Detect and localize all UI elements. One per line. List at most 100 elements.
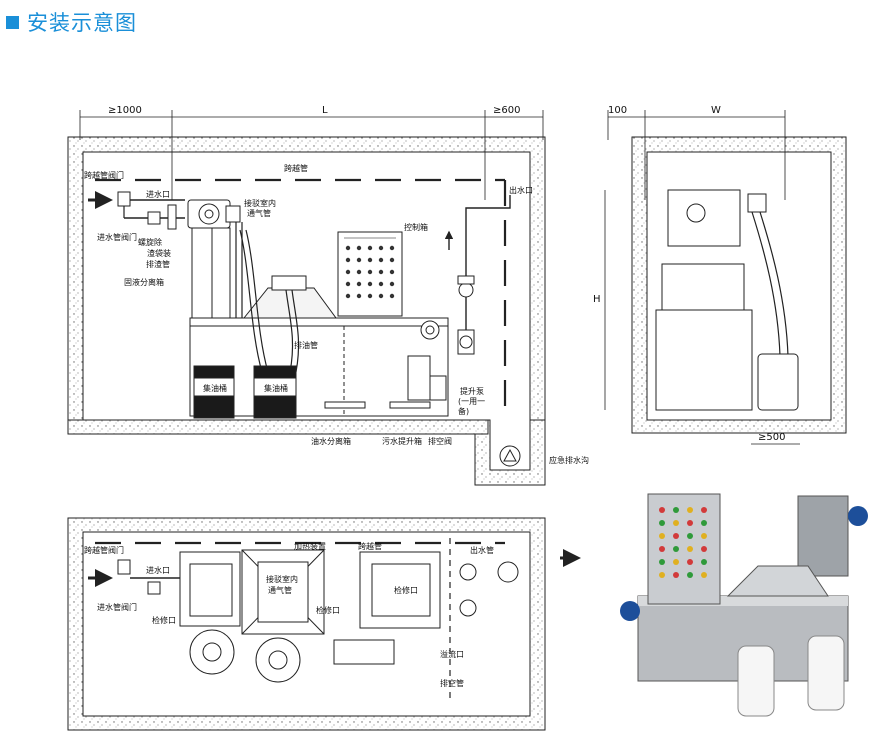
label-control-box: 控制箱 — [404, 222, 428, 232]
control-box-indicators — [345, 245, 395, 299]
label-pump-1: 提升泵 — [460, 386, 484, 396]
photo-indicator-light — [659, 546, 665, 552]
label-heating: 加热装置 — [294, 541, 326, 551]
control-indicator-dot — [389, 257, 395, 263]
photo-indicator-light — [673, 507, 679, 513]
photo-indicator-light — [701, 507, 707, 513]
label-top-ventilation-1: 接驳室内 — [266, 574, 298, 584]
label-inspection-1: 检修口 — [152, 615, 176, 625]
section-header: 安装示意图 — [6, 8, 137, 36]
photo-indicator-light — [659, 520, 665, 526]
dim-L-label: L — [322, 105, 328, 116]
photo-indicator-light — [701, 546, 707, 552]
product-photo — [608, 486, 886, 734]
label-ventilation-2: 通气管 — [247, 208, 271, 218]
control-indicator-dot — [389, 245, 395, 251]
photo-indicator-light — [687, 533, 693, 539]
label-oil-pipe: 排油管 — [294, 340, 318, 350]
label-residue-bag: 渣袋装 — [147, 248, 171, 258]
top-room-wall — [67, 517, 546, 731]
label-outlet: 出水口 — [509, 185, 533, 195]
label-screw-auger: 螺旋除 — [138, 237, 162, 247]
header-square-icon — [6, 15, 19, 29]
label-cross-pipe: 跨越管 — [284, 163, 308, 173]
dim-600-label: ≥600 — [493, 105, 520, 116]
label-emergency-trench: 应急排水沟 — [549, 455, 589, 465]
label-top-water-inlet: 进水口 — [146, 565, 170, 575]
label-overflow: 溢流口 — [440, 649, 464, 659]
control-indicator-dot — [378, 293, 384, 299]
label-sewage-box: 污水提升箱 — [382, 436, 422, 446]
control-indicator-dot — [378, 281, 384, 287]
control-indicator-dot — [345, 293, 351, 299]
control-indicator-dot — [389, 293, 395, 299]
control-indicator-dot — [367, 281, 373, 287]
label-residue-pipe: 排渣管 — [146, 259, 170, 269]
control-indicator-dot — [367, 245, 373, 251]
control-indicator-dot — [356, 245, 362, 251]
side-room-wall — [631, 136, 847, 434]
dim-1000-label: ≥1000 — [108, 105, 142, 116]
label-oil-water-box: 油水分离箱 — [311, 436, 351, 446]
label-top-ventilation-2: 通气管 — [268, 585, 292, 595]
control-indicator-dot — [367, 257, 373, 263]
label-top-cross-pipe: 跨越管 — [358, 541, 382, 551]
control-indicator-dot — [356, 269, 362, 275]
photo-indicator-light — [673, 559, 679, 565]
control-indicator-dot — [356, 281, 362, 287]
photo-indicator-light — [701, 559, 707, 565]
label-solid-separation: 固液分离箱 — [124, 277, 164, 287]
photo-indicator-light — [701, 533, 707, 539]
label-top-outlet: 出水管 — [470, 545, 494, 555]
label-inspection-3: 检修口 — [394, 585, 418, 595]
photo-indicator-light — [687, 520, 693, 526]
photo-indicator-light — [687, 507, 693, 513]
control-indicator-dot — [378, 257, 384, 263]
dim-100-label: 100 — [608, 105, 627, 116]
label-drain-pipe: 排空管 — [440, 678, 464, 688]
control-indicator-dot — [345, 269, 351, 275]
photo-indicator-light — [659, 572, 665, 578]
control-indicator-dot — [378, 245, 384, 251]
control-indicator-dot — [356, 293, 362, 299]
control-indicator-dot — [389, 281, 395, 287]
control-indicator-dot — [367, 269, 373, 275]
control-indicator-dot — [389, 269, 395, 275]
photo-indicator-light — [687, 559, 693, 565]
photo-indicator-light — [659, 559, 665, 565]
photo-control-lights — [659, 507, 707, 578]
photo-indicator-light — [673, 546, 679, 552]
photo-indicator-light — [701, 520, 707, 526]
inlet-valve-box — [147, 211, 161, 225]
photo-indicator-light — [687, 546, 693, 552]
dim-H-label: H — [593, 294, 601, 305]
photo-indicator-light — [687, 572, 693, 578]
control-indicator-dot — [345, 281, 351, 287]
label-oil-drum-2: 集油桶 — [264, 383, 288, 393]
label-pump-3: 备) — [458, 406, 469, 416]
control-indicator-dot — [345, 245, 351, 251]
label-water-inlet: 进水口 — [146, 189, 170, 199]
photo-indicator-light — [659, 507, 665, 513]
control-indicator-dot — [367, 293, 373, 299]
photo-indicator-light — [673, 572, 679, 578]
cross-valve-box — [117, 191, 131, 207]
photo-indicator-light — [659, 533, 665, 539]
label-inlet-valve: 进水管阀门 — [97, 232, 137, 242]
front-view: ≥1000 L ≥600 跨越管 跨越管阀门 进水口 进水管阀门 螺旋除 渣袋装… — [67, 105, 589, 486]
label-oil-drum-1: 集油桶 — [203, 383, 227, 393]
label-top-inlet-valve: 进水管阀门 — [97, 602, 137, 612]
page-title: 安装示意图 — [27, 11, 137, 35]
control-indicator-dot — [345, 257, 351, 263]
label-pump-2: (一用一 — [458, 397, 485, 406]
side-view: 100 W H ≥500 — [593, 105, 847, 445]
control-indicator-dot — [378, 269, 384, 275]
photo-indicator-light — [673, 520, 679, 526]
photo-indicator-light — [701, 572, 707, 578]
label-drain-valve: 排空阀 — [428, 436, 452, 446]
label-inspection-2: 检修口 — [316, 605, 340, 615]
dim-500-label: ≥500 — [758, 432, 785, 443]
top-view: 跨越管阀门 进水口 进水管阀门 加热装置 跨越管 出水管 检修口 接驳室内 通气… — [67, 517, 581, 731]
dim-W-label: W — [711, 105, 721, 116]
